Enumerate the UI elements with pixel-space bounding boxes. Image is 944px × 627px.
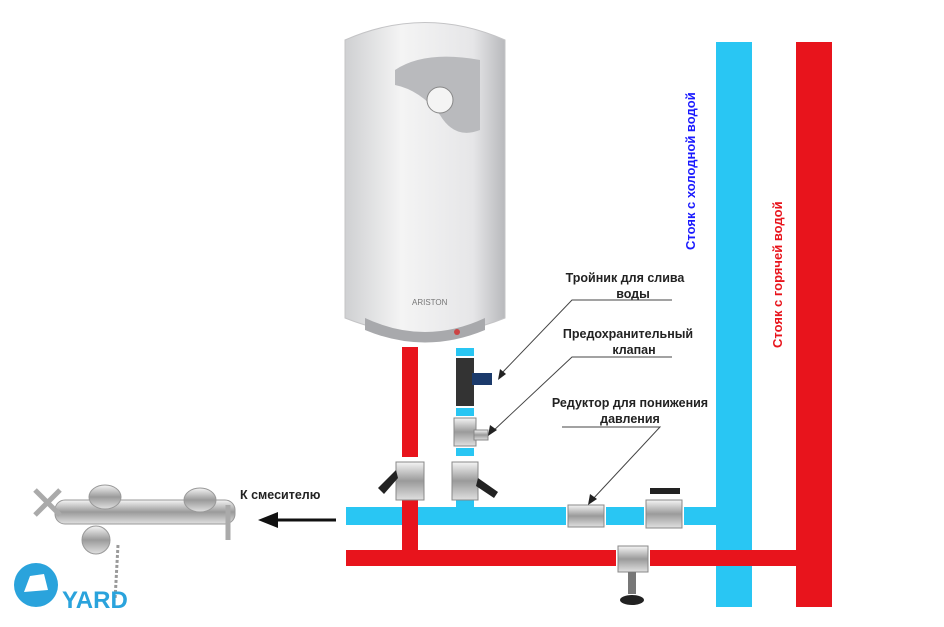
safety-valve	[453, 417, 489, 447]
thermostat-dial[interactable]	[426, 86, 454, 114]
cold-water-riser	[716, 42, 752, 607]
yard-logo: YARD	[14, 563, 128, 614]
cold-riser-label: Стояк с холодной водой	[683, 92, 698, 250]
svg-text:Предохранительный: Предохранительный	[563, 327, 693, 341]
hot-shutoff-valve[interactable]	[378, 461, 425, 501]
svg-text:Тройник для слива: Тройник для слива	[566, 271, 686, 285]
main-hot-valve[interactable]	[617, 545, 649, 605]
reducer-callout: Редуктор для понижения давления	[552, 396, 708, 505]
hot-water-riser	[796, 42, 832, 607]
tee-callout: Тройник для слива воды	[498, 271, 685, 380]
mixer-faucet	[33, 484, 236, 601]
hot-water-pipe	[346, 347, 798, 566]
svg-text:воды: воды	[616, 287, 650, 301]
brand-label: ARISTON	[412, 298, 448, 307]
shutoff-valve[interactable]	[451, 461, 498, 501]
svg-text:YARD: YARD	[62, 587, 128, 614]
to-mixer-label: К смесителю	[240, 488, 321, 502]
main-cold-valve[interactable]	[645, 488, 683, 529]
cold-water-pipe	[346, 348, 718, 525]
arrow-left-icon	[258, 512, 336, 528]
drain-tee	[456, 358, 492, 406]
hot-riser-label: Стояк с горячей водой	[770, 201, 785, 348]
pressure-reducer	[567, 504, 605, 528]
safety-valve-callout: Предохранительный клапан	[488, 327, 693, 436]
svg-text:давления: давления	[600, 412, 660, 426]
water-heater: ARISTON	[344, 22, 506, 343]
svg-text:клапан: клапан	[612, 343, 655, 357]
svg-text:Редуктор для понижения: Редуктор для понижения	[552, 396, 708, 410]
